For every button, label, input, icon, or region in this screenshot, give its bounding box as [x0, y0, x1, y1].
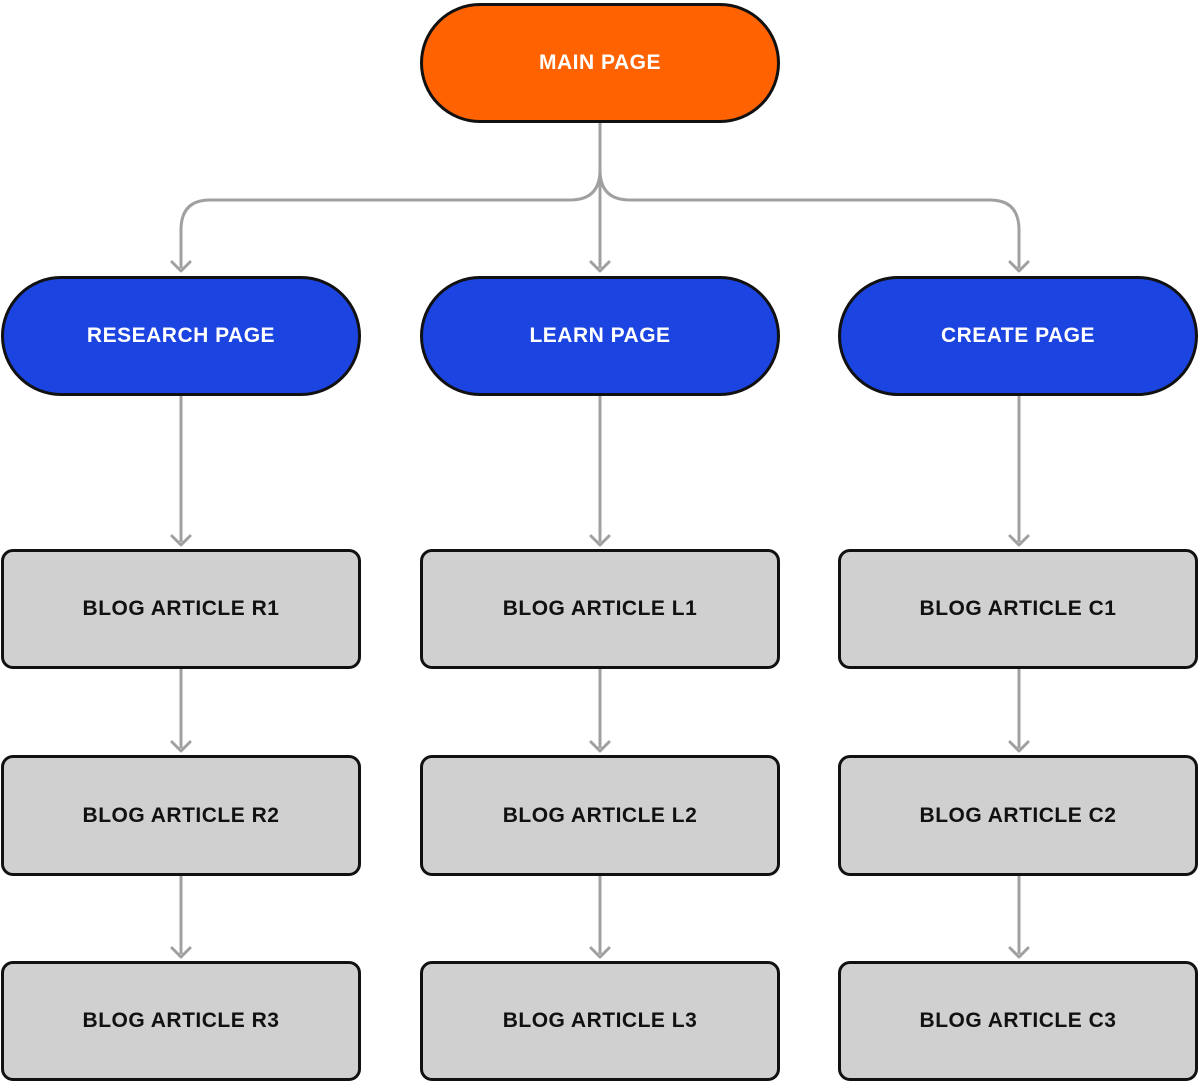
connector-root-research [179, 123, 602, 268]
arrowhead-icon [589, 260, 611, 273]
arrowhead-icon [1008, 740, 1030, 753]
arrowheads [170, 260, 1030, 959]
arrowhead-icon [589, 946, 611, 959]
learn-page-node[interactable]: LEARN PAGE [420, 276, 780, 396]
connectors [179, 123, 1021, 954]
connector-root-create [598, 123, 1021, 268]
article-node-r1[interactable]: BLOG ARTICLE R1 [1, 549, 361, 669]
learn-page-label: LEARN PAGE [529, 324, 671, 347]
article-label: BLOG ARTICLE R1 [82, 597, 280, 620]
main-page-label: MAIN PAGE [539, 51, 661, 74]
article-label: BLOG ARTICLE L2 [502, 803, 698, 827]
article-label: BLOG ARTICLE C1 [919, 597, 1117, 620]
arrowhead-icon [1008, 534, 1030, 547]
arrowhead-icon [170, 946, 192, 959]
main-page-node[interactable]: MAIN PAGE [420, 3, 780, 123]
arrowhead-icon [1008, 260, 1030, 273]
research-page-label: RESEARCH PAGE [86, 324, 276, 347]
article-label: BLOG ARTICLE L1 [502, 597, 698, 620]
arrowhead-icon [589, 534, 611, 547]
article-node-r2[interactable]: BLOG ARTICLE R2 [1, 755, 361, 876]
article-label: BLOG ARTICLE L3 [502, 1009, 698, 1032]
article-node-l1[interactable]: BLOG ARTICLE L1 [420, 549, 780, 669]
article-node-r3[interactable]: BLOG ARTICLE R3 [1, 961, 361, 1081]
article-node-l3[interactable]: BLOG ARTICLE L3 [420, 961, 780, 1081]
article-label: BLOG ARTICLE C3 [919, 1009, 1117, 1032]
article-node-c3[interactable]: BLOG ARTICLE C3 [838, 961, 1198, 1081]
arrowhead-icon [1008, 946, 1030, 959]
arrowhead-icon [170, 740, 192, 753]
arrowhead-icon [170, 260, 192, 273]
arrowhead-icon [589, 740, 611, 753]
create-page-label: CREATE PAGE [940, 324, 1096, 347]
article-node-l2[interactable]: BLOG ARTICLE L2 [420, 755, 780, 876]
research-page-node[interactable]: RESEARCH PAGE [1, 276, 361, 396]
arrowhead-icon [170, 534, 192, 547]
article-node-c2[interactable]: BLOG ARTICLE C2 [838, 755, 1198, 876]
article-label: BLOG ARTICLE C2 [919, 803, 1117, 827]
article-label: BLOG ARTICLE R3 [82, 1009, 280, 1032]
article-node-c1[interactable]: BLOG ARTICLE C1 [838, 549, 1198, 669]
create-page-node[interactable]: CREATE PAGE [838, 276, 1198, 396]
article-label: BLOG ARTICLE R2 [82, 803, 280, 827]
